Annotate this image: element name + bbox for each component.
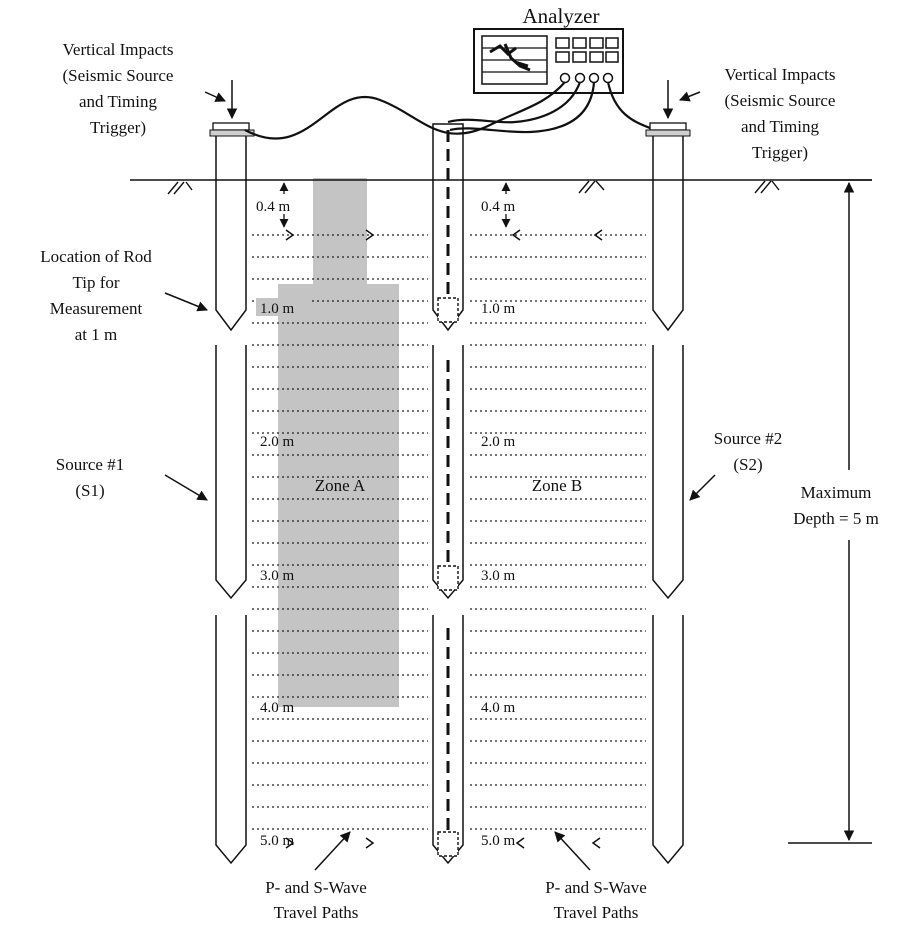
svg-text:4.0 m: 4.0 m bbox=[260, 700, 295, 716]
svg-text:Travel Paths: Travel Paths bbox=[554, 903, 639, 922]
svg-text:2.0 m: 2.0 m bbox=[260, 434, 295, 450]
svg-text:P- and S-Wave: P- and S-Wave bbox=[265, 878, 367, 897]
svg-text:Measurement: Measurement bbox=[50, 299, 143, 318]
right-impact-label: Vertical Impacts (Seismic Source and Tim… bbox=[725, 65, 836, 162]
svg-text:Tip for: Tip for bbox=[72, 273, 119, 292]
svg-text:and Timing: and Timing bbox=[79, 92, 157, 111]
analyzer-device bbox=[473, 28, 624, 94]
travel-path-label-left: P- and S-Wave Travel Paths bbox=[265, 878, 367, 922]
svg-text:Source #2: Source #2 bbox=[714, 429, 782, 448]
svg-text:3.0 m: 3.0 m bbox=[481, 568, 516, 584]
source1-label: Source #1 (S1) bbox=[56, 455, 124, 500]
source1-arrow bbox=[164, 474, 208, 501]
source-rod-left bbox=[215, 136, 247, 865]
left-impact-label: Vertical Impacts (Seismic Source and Tim… bbox=[63, 40, 174, 137]
analyzer-label: Analyzer bbox=[523, 4, 600, 28]
svg-text:Trigger): Trigger) bbox=[90, 118, 146, 137]
rod-cap-right bbox=[645, 122, 691, 137]
svg-text:at 1 m: at 1 m bbox=[75, 325, 118, 344]
svg-text:Travel Paths: Travel Paths bbox=[274, 903, 359, 922]
receiver-sensors bbox=[437, 297, 459, 857]
source2-arrow bbox=[689, 474, 716, 501]
zone-b-label: Zone B bbox=[532, 476, 583, 495]
rod-tip-arrow bbox=[164, 292, 208, 312]
svg-text:Source #1: Source #1 bbox=[56, 455, 124, 474]
depth-labels-left: 1.0 m 2.0 m 3.0 m 4.0 m 5.0 m bbox=[256, 298, 310, 849]
svg-text:Trigger): Trigger) bbox=[752, 143, 808, 162]
impact-arrow-left-diag bbox=[204, 91, 226, 102]
svg-text:Maximum: Maximum bbox=[801, 483, 872, 502]
svg-text:3.0 m: 3.0 m bbox=[260, 568, 295, 584]
svg-text:2.0 m: 2.0 m bbox=[481, 434, 516, 450]
impact-arrow-right-diag bbox=[679, 91, 701, 102]
svg-text:Location of Rod: Location of Rod bbox=[40, 247, 152, 266]
dotted-travel-lines bbox=[252, 234, 646, 830]
svg-text:(Seismic Source: (Seismic Source bbox=[63, 66, 174, 85]
max-depth-label: Maximum Depth = 5 m bbox=[793, 483, 879, 528]
svg-text:4.0 m: 4.0 m bbox=[481, 700, 516, 716]
svg-text:Vertical Impacts: Vertical Impacts bbox=[63, 40, 174, 59]
offset-label-right: 0.4 m bbox=[481, 199, 516, 215]
svg-text:(S1): (S1) bbox=[75, 481, 104, 500]
svg-text:(Seismic Source: (Seismic Source bbox=[725, 91, 836, 110]
travel-path-label-right: P- and S-Wave Travel Paths bbox=[545, 878, 647, 922]
direction-chevrons bbox=[285, 229, 603, 849]
depth-labels-right: 1.0 m 2.0 m 3.0 m 4.0 m 5.0 m bbox=[481, 301, 516, 849]
svg-text:5.0 m: 5.0 m bbox=[260, 833, 295, 849]
trigger-cables bbox=[244, 81, 651, 140]
travel-path-arrow-left bbox=[314, 831, 351, 871]
rod-tip-label: Location of Rod Tip for Measurement at 1… bbox=[40, 247, 152, 344]
rod-cap-left bbox=[209, 122, 255, 137]
svg-text:and Timing: and Timing bbox=[741, 117, 819, 136]
ground-hatch-marks bbox=[167, 180, 780, 195]
svg-text:5.0 m: 5.0 m bbox=[481, 833, 516, 849]
svg-text:Vertical Impacts: Vertical Impacts bbox=[725, 65, 836, 84]
source2-label: Source #2 (S2) bbox=[714, 429, 782, 474]
svg-text:Depth = 5 m: Depth = 5 m bbox=[793, 509, 879, 528]
source-rod-right bbox=[652, 136, 684, 865]
offset-label-left: 0.4 m bbox=[256, 199, 291, 215]
svg-text:(S2): (S2) bbox=[733, 455, 762, 474]
travel-path-arrow-right bbox=[554, 831, 591, 871]
zone-a-label: Zone A bbox=[315, 476, 366, 495]
svg-text:1.0 m: 1.0 m bbox=[260, 301, 295, 317]
svg-text:1.0 m: 1.0 m bbox=[481, 301, 516, 317]
svg-text:P- and S-Wave: P- and S-Wave bbox=[545, 878, 647, 897]
